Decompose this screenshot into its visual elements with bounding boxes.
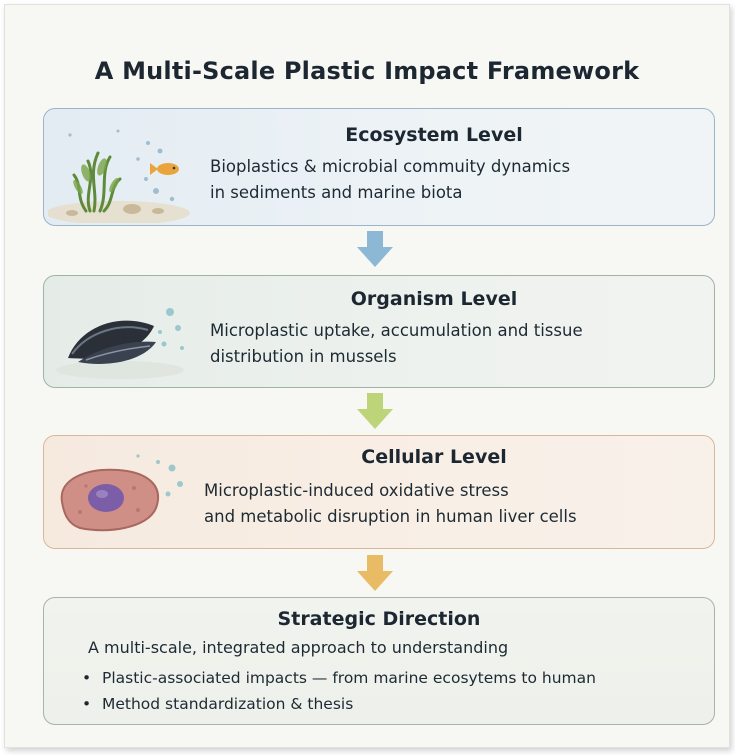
organism-heading: Organism Level — [350, 288, 518, 310]
ecosystem-line-2: in sediments and marine biota — [210, 183, 463, 202]
list-item: •Method standardization & thesis — [82, 691, 596, 717]
list-item: •Plastic-associated impacts — from marin… — [82, 665, 596, 691]
strategic-direction-box: Strategic Direction A multi-scale, integ… — [43, 597, 715, 725]
organism-level-box: Organism Level Microplastic uptake, accu… — [43, 275, 715, 388]
strategic-direction-heading: Strategic Direction — [277, 608, 481, 630]
mussel-icon — [56, 308, 184, 379]
down-arrow-icon — [357, 231, 393, 267]
framework-card: A Multi-Scale Plastic Impact Framework — [4, 4, 730, 748]
ecosystem-line-1: Bioplastics & microbial commuity dynamic… — [210, 157, 571, 176]
cellular-description: Microplastic-induced oxidative stress an… — [204, 478, 704, 530]
down-arrow-icon — [357, 393, 393, 429]
strategic-bullet-list: •Plastic-associated impacts — from marin… — [82, 665, 596, 717]
strategic-intro: A multi-scale, integrated approach to un… — [88, 638, 509, 657]
cellular-level-box: Cellular Level Microplastic-induced oxid… — [43, 435, 715, 549]
organism-description: Microplastic uptake, accumulation and ti… — [210, 318, 710, 370]
page-title: A Multi-Scale Plastic Impact Framework — [94, 57, 640, 85]
cellular-line-2: and metabolic disruption in human liver … — [204, 507, 577, 526]
liver-cell-icon — [60, 454, 183, 532]
organism-line-2: distribution in mussels — [210, 347, 397, 366]
ecosystem-heading: Ecosystem Level — [345, 124, 523, 146]
bullet-icon: • — [82, 695, 92, 713]
down-arrow-icon — [357, 555, 393, 591]
cellular-heading: Cellular Level — [361, 446, 507, 468]
organism-line-1: Microplastic uptake, accumulation and ti… — [210, 321, 583, 340]
ecosystem-level-box: Ecosystem Level Bioplastics & microbial … — [43, 108, 715, 226]
bullet-icon: • — [82, 669, 92, 687]
seaweed-fish-icon — [48, 129, 190, 223]
ecosystem-description: Bioplastics & microbial commuity dynamic… — [210, 154, 710, 206]
cellular-line-1: Microplastic-induced oxidative stress — [204, 481, 509, 500]
